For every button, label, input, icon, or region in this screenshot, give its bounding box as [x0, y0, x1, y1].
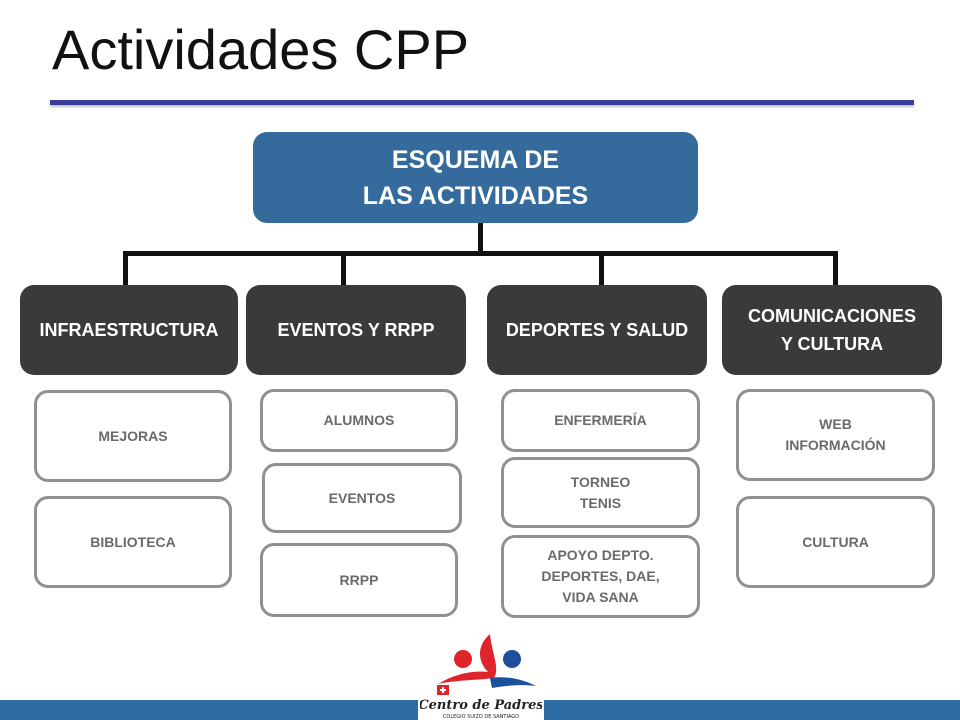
- activity-label: ALUMNOS: [323, 412, 395, 428]
- connector-drop-2: [341, 251, 346, 285]
- activity-label: MEJORAS: [98, 427, 168, 444]
- activity-alumnos: ALUMNOS: [260, 389, 458, 452]
- connector-trunk: [478, 223, 483, 253]
- activity-rrpp: RRPP: [260, 543, 458, 617]
- category-label: DEPORTES Y SALUD: [505, 320, 689, 340]
- connector-drop-1: [123, 251, 128, 285]
- activity-web-informacion: WEB INFORMACIÓN: [736, 389, 935, 481]
- category-label-line-2: Y CULTURA: [780, 334, 884, 354]
- page-title: Actividades CPP: [52, 18, 470, 81]
- activity-torneo-tenis: TORNEO TENIS: [501, 457, 700, 528]
- category-label-line-1: COMUNICACIONES: [747, 306, 916, 326]
- category-comunicaciones-y-cultura: COMUNICACIONES Y CULTURA: [722, 285, 942, 375]
- activity-label-line-2: DEPORTES, DAE,: [541, 568, 660, 584]
- root-node: ESQUEMA DE LAS ACTIVIDADES: [253, 132, 698, 223]
- category-deportes-y-salud: DEPORTES Y SALUD: [487, 285, 707, 375]
- activity-biblioteca: BIBLIOTECA: [34, 496, 232, 588]
- activity-label: EVENTOS: [328, 489, 396, 506]
- activity-label-line-2: INFORMACIÓN: [785, 437, 886, 453]
- logo-blue-head: [503, 650, 521, 668]
- activity-apoyo-depto: APOYO DEPTO. DEPORTES, DAE, VIDA SANA: [501, 535, 700, 618]
- activity-label-line-2: TENIS: [579, 494, 622, 511]
- activity-cultura: CULTURA: [736, 496, 935, 588]
- swiss-cross-icon: [440, 687, 446, 693]
- title-underline: [50, 100, 914, 105]
- activity-label: BIBLIOTECA: [90, 533, 176, 550]
- logo-script-text: Centro de Padres: [420, 698, 542, 713]
- logo-caption: COLEGIO SUIZO DE SANTIAGO: [443, 714, 519, 720]
- activity-mejoras: MEJORAS: [34, 390, 232, 482]
- activity-label-line-1: APOYO DEPTO.: [547, 547, 654, 563]
- logo-red-head: [454, 650, 472, 668]
- logo-blue-swoosh: [490, 677, 536, 688]
- centro-de-padres-logo: Centro de Padres COLEGIO SUIZO DE SANTIA…: [420, 634, 542, 720]
- activity-label-line-1: TORNEO: [570, 473, 631, 490]
- root-node-line-1: ESQUEMA DE: [391, 145, 560, 174]
- connector-drop-4: [833, 251, 838, 285]
- activity-label-line-3: VIDA SANA: [562, 589, 639, 605]
- connector-bus: [123, 251, 838, 256]
- activity-label-line-1: WEB: [819, 416, 852, 432]
- activity-label: CULTURA: [802, 533, 869, 550]
- activity-label: RRPP: [339, 571, 379, 588]
- category-label: INFRAESTRUCTURA: [39, 320, 219, 340]
- activity-label: ENFERMERÍA: [554, 412, 647, 428]
- category-eventos-y-rrpp: EVENTOS Y RRPP: [246, 285, 466, 375]
- category-label: EVENTOS Y RRPP: [277, 320, 435, 340]
- root-node-line-2: LAS ACTIVIDADES: [362, 181, 589, 210]
- logo-red-swoosh: [438, 634, 497, 684]
- activity-eventos: EVENTOS: [262, 463, 462, 533]
- connector-drop-3: [599, 251, 604, 285]
- category-infraestructura: INFRAESTRUCTURA: [20, 285, 238, 375]
- activity-enfermeria: ENFERMERÍA: [501, 389, 700, 452]
